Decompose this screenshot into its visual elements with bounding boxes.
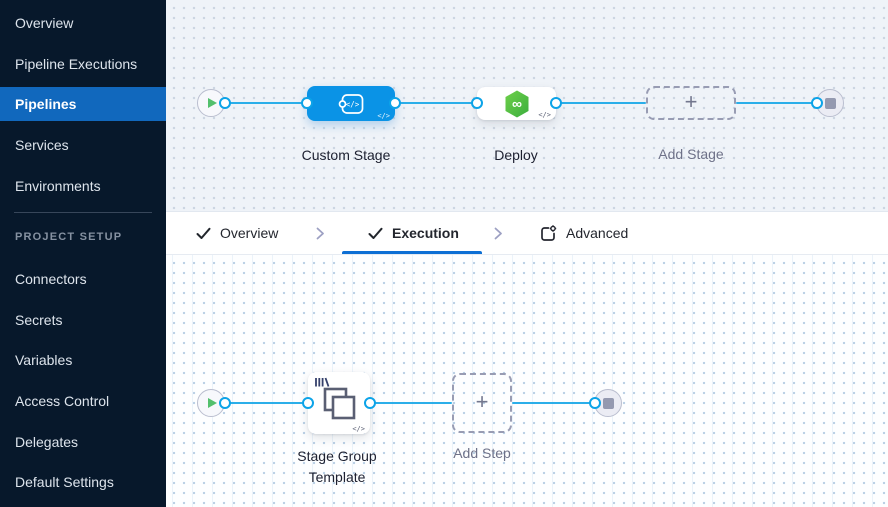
stage-group-icon	[323, 387, 356, 420]
flow-line	[225, 402, 308, 405]
connector-port[interactable]	[389, 97, 401, 109]
stage-label: Add Stage	[658, 146, 724, 162]
flow-line	[556, 102, 646, 105]
sidebar-item-pipeline-executions[interactable]: Pipeline Executions	[15, 55, 138, 72]
tab-label: Overview	[220, 225, 279, 241]
tab-advanced[interactable]: Advanced	[539, 212, 628, 254]
play-icon	[208, 398, 217, 408]
play-icon	[208, 98, 217, 108]
code-view-icon: </>	[377, 112, 390, 120]
chevron-right-icon	[494, 212, 503, 254]
connector-port[interactable]	[550, 97, 562, 109]
project-setup-header: PROJECT SETUP	[15, 230, 123, 243]
sidebar-item-secrets[interactable]: Secrets	[15, 311, 63, 328]
sidebar-item-services[interactable]: Services	[15, 137, 69, 154]
sidebar-divider	[14, 211, 152, 213]
deploy-icon: ∞	[505, 90, 528, 117]
stop-icon	[824, 97, 836, 109]
connector-port[interactable]	[301, 97, 313, 109]
stage-label: Custom Stage	[301, 147, 391, 163]
connector-port[interactable]	[302, 397, 314, 409]
stage-label: Stage Group Template	[297, 448, 377, 485]
flow-line	[395, 102, 477, 105]
plus-icon: +	[684, 89, 698, 114]
check-icon	[196, 227, 211, 239]
sidebar-item-access-control[interactable]: Access Control	[15, 393, 110, 410]
chevron-right-icon	[316, 212, 325, 254]
code-view-icon: </>	[352, 425, 365, 433]
connector-port[interactable]	[589, 397, 601, 409]
flow-line	[512, 402, 595, 405]
advanced-panel-icon	[541, 224, 557, 241]
svg-text:∞: ∞	[512, 95, 522, 111]
add-stage-button[interactable]: +	[646, 86, 736, 120]
custom-stage-icon: </>	[338, 93, 363, 114]
execution-canvas[interactable]	[166, 255, 888, 507]
stage-label: Add Step	[453, 445, 511, 461]
tab-label: Advanced	[566, 225, 629, 241]
custom-stage-node[interactable]: </> </>	[307, 86, 395, 121]
stop-icon	[602, 397, 614, 409]
sidebar-item-overview[interactable]: Overview	[15, 15, 74, 32]
stage-config-tabs: Overview Execution	[166, 211, 888, 255]
active-tab-indicator	[342, 251, 482, 254]
plus-icon: +	[475, 389, 489, 414]
connector-port[interactable]	[364, 397, 376, 409]
sidebar-item-connectors[interactable]: Connectors	[15, 271, 87, 288]
flow-line	[370, 402, 452, 405]
stage-group-template-node[interactable]: </>	[308, 372, 370, 434]
code-view-icon: </>	[538, 111, 551, 119]
connector-port[interactable]	[219, 97, 231, 109]
sidebar-item-delegates[interactable]: Delegates	[15, 433, 79, 450]
check-icon	[368, 227, 383, 239]
sidebar-nav: Overview Pipeline Executions Pipelines S…	[0, 0, 166, 507]
template-badge-icon	[315, 377, 330, 387]
sidebar-item-environments[interactable]: Environments	[15, 177, 101, 194]
flow-line	[736, 102, 817, 105]
tab-overview[interactable]: Overview	[196, 212, 278, 254]
sidebar-item-variables[interactable]: Variables	[15, 352, 73, 369]
tab-label: Execution	[392, 225, 459, 241]
svg-text:</>: </>	[345, 100, 359, 109]
flow-line	[225, 102, 307, 105]
connector-port[interactable]	[471, 97, 483, 109]
sidebar-item-default-settings[interactable]: Default Settings	[15, 474, 114, 491]
add-step-button[interactable]: +	[452, 373, 512, 433]
connector-port[interactable]	[811, 97, 823, 109]
deploy-stage-node[interactable]: ∞ </>	[477, 87, 556, 120]
stage-label: Deploy	[494, 147, 538, 163]
connector-port[interactable]	[219, 397, 231, 409]
tab-execution[interactable]: Execution	[368, 212, 459, 254]
sidebar-item-pipelines[interactable]: Pipelines	[0, 84, 166, 125]
